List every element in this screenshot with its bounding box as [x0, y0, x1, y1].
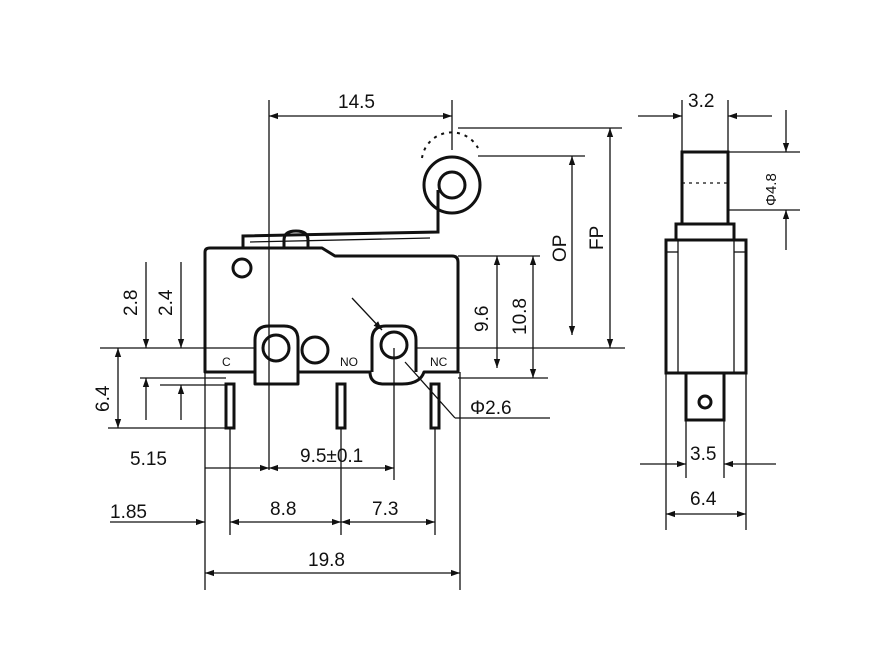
side-body — [664, 238, 748, 375]
switch-body — [203, 246, 460, 386]
body-middle-hole — [300, 335, 330, 365]
roller-pin — [437, 170, 467, 200]
front-dimensions: 14.5 OP FP 9.6 10.8 2.8 2.4 6.4 Φ2.6 5.1… — [93, 92, 625, 590]
dim-roller-diameter: Φ4.8 — [763, 173, 780, 206]
dim-9-5: 9.5±0.1 — [300, 446, 363, 467]
front-view: C NO NC — [203, 131, 482, 430]
dim-lever-length: 14.5 — [338, 92, 375, 113]
dim-6-4-height: 6.4 — [93, 385, 114, 412]
dim-fp: FP — [587, 226, 608, 250]
side-roller — [680, 150, 730, 226]
body-small-hole — [231, 257, 253, 279]
dim-op: OP — [550, 235, 571, 262]
roller-free-position — [421, 131, 479, 159]
actuator-plunger — [282, 229, 310, 248]
side-view — [664, 150, 748, 422]
terminal-label-no: NO — [340, 355, 358, 369]
terminal-c — [224, 382, 236, 430]
dim-side-3-2: 3.2 — [688, 91, 714, 112]
terminal-label-c: C — [222, 355, 231, 369]
side-dimensions: 3.2 Φ4.8 3.5 6.4 — [638, 91, 800, 530]
terminal-nc — [429, 382, 441, 430]
dim-5-15: 5.15 — [130, 449, 167, 470]
dim-8-8: 8.8 — [270, 499, 296, 520]
dim-19-8: 19.8 — [308, 550, 345, 571]
dim-2-8: 2.8 — [121, 290, 142, 316]
roller — [422, 155, 482, 215]
dim-2-4: 2.4 — [156, 289, 177, 316]
terminal-no — [335, 382, 347, 430]
dim-1-85: 1.85 — [110, 502, 147, 523]
terminal-label-nc: NC — [430, 355, 448, 369]
dim-side-3-5: 3.5 — [690, 444, 716, 465]
mounting-hole-left — [253, 324, 300, 372]
dim-9-6: 9.6 — [472, 306, 493, 332]
dim-7-3: 7.3 — [372, 499, 398, 520]
side-terminal — [684, 373, 726, 422]
dim-hole-diameter: Φ2.6 — [470, 398, 512, 419]
dim-10-8: 10.8 — [510, 298, 531, 335]
dim-side-6-4: 6.4 — [690, 489, 717, 510]
mounting-hole-right — [370, 324, 418, 372]
lever-arm — [241, 190, 440, 248]
